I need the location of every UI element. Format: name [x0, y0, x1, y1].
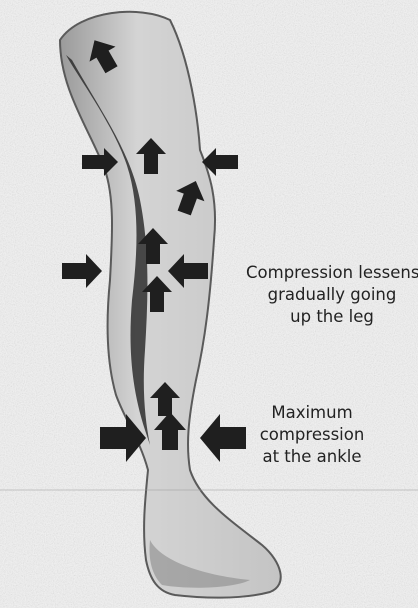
ankle-label-line-3: at the ankle [258, 446, 366, 468]
ankle-label-line-2: compression [258, 424, 366, 446]
gradual-label-line-2: gradually going [246, 284, 418, 306]
ankle-label-line-1: Maximum [258, 402, 366, 424]
gradual-compression-label: Compression lessens gradually going up t… [246, 262, 418, 328]
gradual-label-line-3: up the leg [246, 306, 418, 328]
ankle-compression-label: Maximum compression at the ankle [258, 402, 366, 468]
gradual-label-line-1: Compression lessens [246, 262, 418, 284]
